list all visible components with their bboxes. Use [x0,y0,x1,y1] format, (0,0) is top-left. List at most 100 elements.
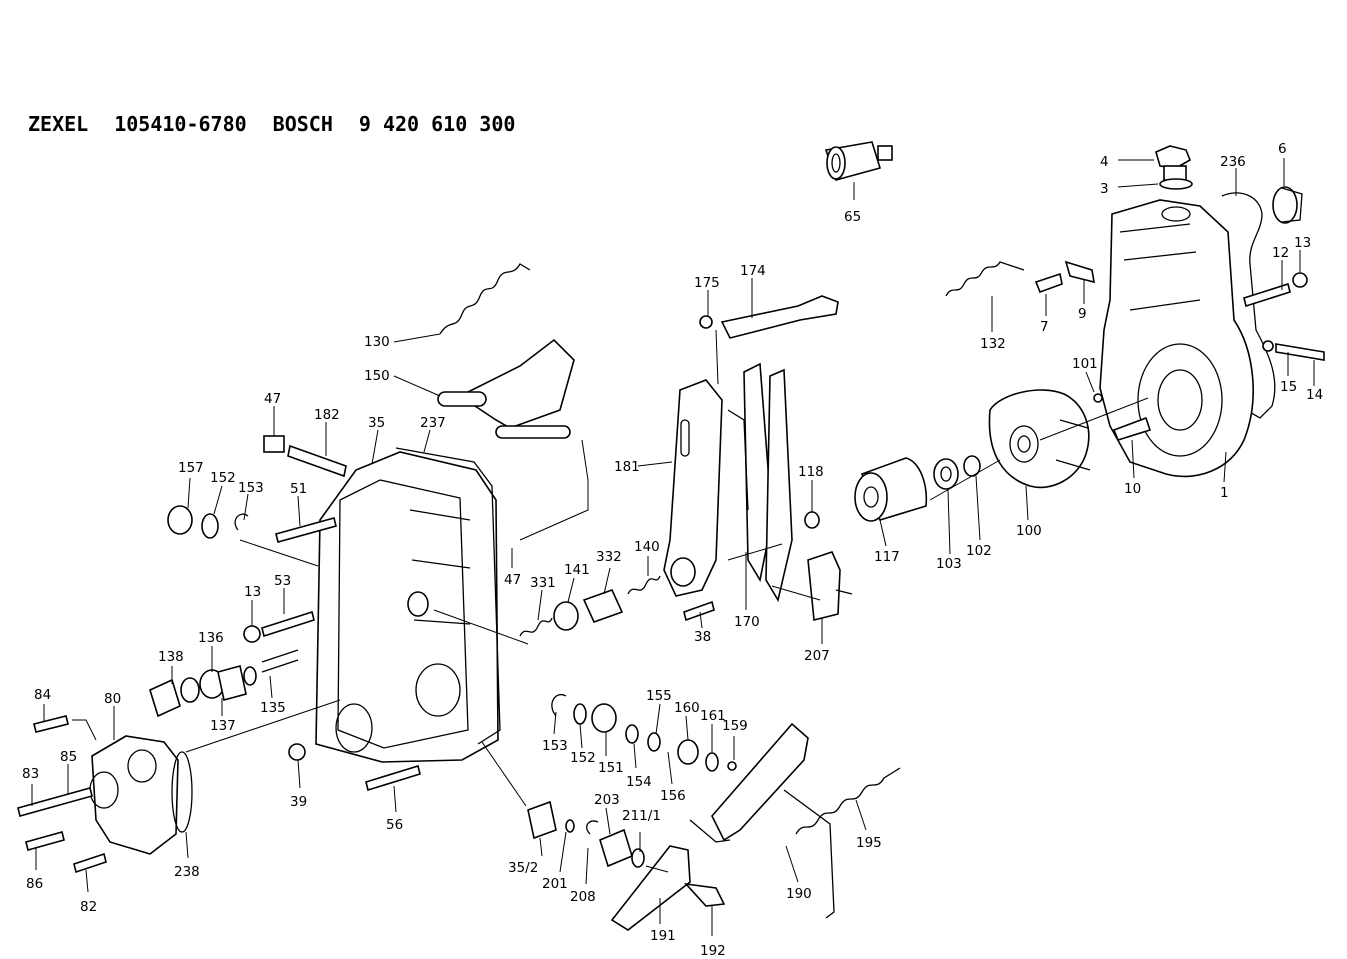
part-9-plate [1064,260,1095,284]
callout-102: 102 [966,543,992,559]
part-38-bolt [683,600,715,622]
callout-1: 1 [1220,485,1229,501]
callout-155: 155 [646,688,672,704]
callout-174: 174 [740,263,766,279]
part-13-nut [243,625,261,643]
part-190-lever [689,722,835,919]
callout-151: 151 [598,760,624,776]
callout-135: 135 [260,700,286,716]
part-203-bushing-stack [527,800,645,868]
part-86-bolt [25,831,65,851]
callout-154: 154 [626,774,652,790]
callout-51: 51 [290,481,307,497]
part-14-bolt [1275,343,1325,361]
callout-150: 150 [364,368,390,384]
part-117-sleeve [854,457,928,522]
callout-47-top: 47 [264,391,281,407]
callout-35: 35 [368,415,385,431]
part-84-bolt [33,715,69,733]
callout-65: 65 [844,209,861,225]
part-103-sleeve [933,455,981,490]
callout-labels: 4 3 236 6 65 13 12 7 9 132 15 14 101 10 … [22,141,1323,959]
part-drawings [17,141,1325,931]
callout-191: 191 [650,928,676,944]
callout-103: 103 [936,556,962,572]
part-132-spring [945,261,1025,297]
callout-138: 138 [158,649,184,665]
callout-13-left: 13 [244,584,261,600]
callout-136: 136 [198,630,224,646]
callout-10: 10 [1124,481,1141,497]
callout-38: 38 [694,629,711,645]
part-82-bolt [73,852,107,874]
callout-152-lower: 152 [570,750,596,766]
callout-15: 15 [1280,379,1297,395]
callout-175: 175 [694,275,720,291]
part-130-spring [439,263,531,335]
callout-47-mid: 47 [504,572,521,588]
part-65-nut [824,141,893,181]
part-83-bolt [17,787,93,817]
callout-156: 156 [660,788,686,804]
callout-130: 130 [364,334,390,350]
part-236-gasket [1221,192,1276,419]
callout-161: 161 [700,708,726,724]
part-195-spring [795,767,901,835]
part-51-bolt [275,517,337,543]
callout-35-2: 35/2 [508,860,538,876]
callout-332: 332 [596,549,622,565]
callout-160: 160 [674,700,700,716]
part-118-washer [804,511,820,529]
part-12-screw [1243,282,1291,308]
part-53-screw [261,610,315,638]
part-6-plug [1272,186,1303,224]
part-151-161-stack [551,693,737,772]
callout-211-1: 211/1 [622,808,661,824]
part-138-136-adjuster [149,649,299,718]
callout-140: 140 [634,539,660,555]
callout-117: 117 [874,549,900,565]
callout-leaders [31,158,1315,936]
assembly-lines [72,329,1149,873]
callout-85: 85 [60,749,77,765]
part-1-governor-housing [1099,199,1254,478]
callout-153-lower: 153 [542,738,568,754]
callout-118: 118 [798,464,824,480]
callout-190: 190 [786,886,812,902]
part-237-gasket [395,447,501,745]
part-7-bolt [1034,272,1063,294]
part-15-washer [1262,340,1274,352]
callout-238: 238 [174,864,200,880]
part-174-bracket [720,295,839,339]
callout-203: 203 [594,792,620,808]
callout-207: 207 [804,648,830,664]
part-56-bolt [365,764,421,792]
part-191-plate [610,845,691,931]
part-157-plug [167,505,249,539]
maker-name: ZEXEL [28,112,89,136]
part-175-nut [699,315,713,329]
callout-157: 157 [178,460,204,476]
part-39-nut [288,743,306,761]
part-100-flyweights [988,389,1091,489]
callout-9: 9 [1078,306,1087,322]
part-150-lever [437,338,575,439]
callout-132: 132 [980,336,1006,352]
callout-237: 237 [420,415,446,431]
callout-100: 100 [1016,523,1042,539]
callout-39: 39 [290,794,307,810]
part-80-cover [89,735,179,855]
zexel-part-number: 105410-6780 [114,112,247,136]
bosch-part-number: 9 420 610 300 [358,112,516,136]
callout-101: 101 [1072,356,1098,372]
callout-141: 141 [564,562,590,578]
part-13-cap-nut [1292,272,1308,288]
part-101-pin [1093,393,1103,403]
callout-192: 192 [700,943,726,959]
callout-159: 159 [722,718,748,734]
callout-208: 208 [570,889,596,905]
callout-236: 236 [1220,154,1246,170]
callout-86: 86 [26,876,43,892]
